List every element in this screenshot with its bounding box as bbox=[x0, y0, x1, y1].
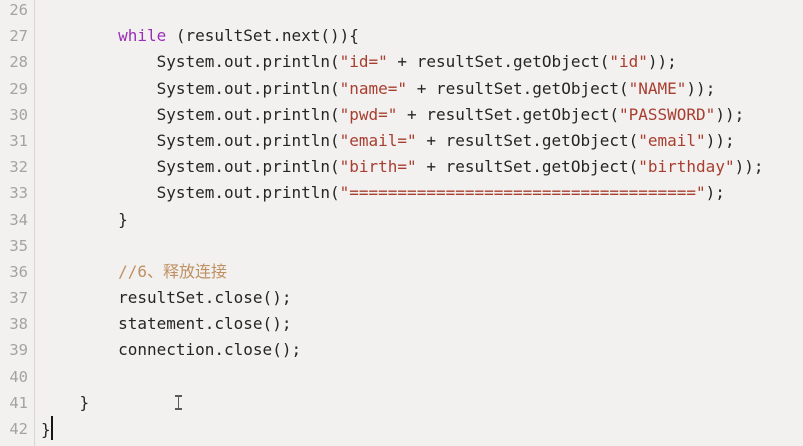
ibeam-top-cap bbox=[175, 395, 182, 397]
code-token-string: "NAME" bbox=[628, 78, 687, 98]
code-token-plain: + resultSet.getObject( bbox=[416, 130, 639, 150]
code-token-plain: System.out.println( bbox=[41, 183, 340, 203]
code-line-39[interactable]: 39 connection.close(); bbox=[0, 337, 803, 363]
code-token-string: "email" bbox=[638, 130, 706, 150]
code-text[interactable] bbox=[34, 364, 803, 390]
code-token-plain: } bbox=[41, 420, 51, 439]
code-token-plain: System.out.println( bbox=[41, 78, 340, 98]
code-token-plain: statement.close(); bbox=[41, 314, 292, 334]
code-token-plain: System.out.println( bbox=[41, 104, 340, 124]
line-number: 27 bbox=[9, 27, 28, 46]
code-text[interactable]: statement.close(); bbox=[34, 311, 803, 337]
code-token-plain: } bbox=[41, 209, 128, 229]
line-number: 37 bbox=[9, 289, 28, 308]
line-number: 41 bbox=[9, 393, 28, 412]
code-line-41[interactable]: 41 } bbox=[0, 390, 803, 416]
code-token-plain: )); bbox=[715, 104, 745, 124]
ibeam-mouse-pointer bbox=[174, 395, 183, 410]
code-text[interactable]: connection.close(); bbox=[34, 337, 803, 363]
text-caret bbox=[50, 416, 53, 440]
code-token-plain: } bbox=[41, 392, 90, 412]
line-number: 32 bbox=[9, 158, 28, 177]
line-number: 31 bbox=[9, 131, 28, 150]
code-line-38[interactable]: 38 statement.close(); bbox=[0, 311, 803, 337]
gutter-separator bbox=[34, 0, 35, 446]
line-number: 35 bbox=[9, 236, 28, 255]
code-line-29[interactable]: 29 System.out.println("name=" + resultSe… bbox=[0, 76, 803, 102]
code-token-string: "name=" bbox=[339, 78, 408, 98]
code-token-string: "birth=" bbox=[339, 157, 417, 177]
code-token-plain: + resultSet.getObject( bbox=[416, 157, 639, 177]
code-text[interactable]: } bbox=[34, 207, 803, 233]
code-text[interactable] bbox=[34, 233, 803, 259]
code-line-42[interactable]: 42} bbox=[0, 416, 803, 442]
line-number: 26 bbox=[9, 1, 28, 19]
line-number: 39 bbox=[9, 341, 28, 360]
code-text[interactable]: } bbox=[34, 416, 803, 442]
code-text[interactable]: resultSet.close(); bbox=[34, 285, 803, 311]
code-token-plain: )); bbox=[734, 157, 764, 177]
line-number: 29 bbox=[9, 79, 28, 98]
code-line-32[interactable]: 32 System.out.println("birth=" + resultS… bbox=[0, 154, 803, 180]
code-text[interactable]: System.out.println("id=" + resultSet.get… bbox=[34, 49, 803, 75]
code-text[interactable]: System.out.println("birth=" + resultSet.… bbox=[34, 154, 803, 180]
code-token-plain: System.out.println( bbox=[41, 130, 340, 150]
code-token-plain: connection.close(); bbox=[41, 340, 302, 360]
code-token-plain: (resultSet.next()){ bbox=[166, 26, 359, 46]
code-token-plain: )); bbox=[647, 52, 677, 72]
code-token-string: "PASSWORD" bbox=[618, 104, 716, 124]
code-token-plain bbox=[41, 26, 118, 45]
code-token-string: "email=" bbox=[339, 130, 417, 150]
line-number: 36 bbox=[9, 262, 28, 281]
line-number: 34 bbox=[9, 210, 28, 229]
code-token-plain bbox=[41, 262, 118, 281]
code-token-string: "pwd=" bbox=[339, 104, 398, 124]
code-text[interactable]: System.out.println("====================… bbox=[34, 180, 803, 206]
code-line-37[interactable]: 37 resultSet.close(); bbox=[0, 285, 803, 311]
code-token-keyword: while bbox=[118, 26, 167, 46]
line-number: 33 bbox=[9, 184, 28, 203]
ibeam-bottom-cap bbox=[175, 408, 182, 410]
code-line-30[interactable]: 30 System.out.println("pwd=" + resultSet… bbox=[0, 102, 803, 128]
code-line-34[interactable]: 34 } bbox=[0, 207, 803, 233]
code-line-31[interactable]: 31 System.out.println("email=" + resultS… bbox=[0, 128, 803, 154]
code-token-plain: resultSet.close(); bbox=[41, 288, 292, 308]
code-text[interactable] bbox=[34, 0, 803, 23]
code-token-plain: ); bbox=[705, 183, 725, 203]
line-number: 28 bbox=[9, 53, 28, 72]
line-number: 40 bbox=[9, 367, 28, 386]
code-line-33[interactable]: 33 System.out.println("=================… bbox=[0, 180, 803, 206]
code-text[interactable]: System.out.println("pwd=" + resultSet.ge… bbox=[34, 102, 803, 128]
code-line-40[interactable]: 40 bbox=[0, 364, 803, 390]
code-token-comment: //6、释放连接 bbox=[118, 261, 227, 281]
code-token-plain: + resultSet.getObject( bbox=[397, 104, 619, 124]
code-text[interactable]: System.out.println("email=" + resultSet.… bbox=[34, 128, 803, 154]
code-token-plain: System.out.println( bbox=[41, 157, 340, 177]
code-line-36[interactable]: 36 //6、释放连接 bbox=[0, 259, 803, 285]
code-text[interactable]: } bbox=[34, 390, 803, 416]
code-line-28[interactable]: 28 System.out.println("id=" + resultSet.… bbox=[0, 49, 803, 75]
code-text[interactable]: while (resultSet.next()){ bbox=[34, 23, 803, 49]
code-line-26[interactable]: 26 bbox=[0, 0, 803, 23]
code-token-string: "id=" bbox=[339, 52, 388, 72]
code-line-27[interactable]: 27 while (resultSet.next()){ bbox=[0, 23, 803, 49]
code-token-plain: )); bbox=[705, 130, 735, 150]
code-line-35[interactable]: 35 bbox=[0, 233, 803, 259]
line-number: 30 bbox=[9, 105, 28, 124]
code-text[interactable]: System.out.println("name=" + resultSet.g… bbox=[34, 76, 803, 102]
code-token-string: "id" bbox=[609, 52, 648, 72]
line-number: 38 bbox=[9, 315, 28, 334]
code-token-plain: + resultSet.getObject( bbox=[407, 78, 629, 98]
code-token-plain: System.out.println( bbox=[41, 52, 340, 72]
code-token-string: "====================================" bbox=[339, 183, 706, 203]
code-token-string: "birthday" bbox=[638, 157, 735, 177]
code-text[interactable]: //6、释放连接 bbox=[34, 259, 803, 285]
code-token-plain: )); bbox=[686, 78, 716, 98]
line-number: 42 bbox=[9, 420, 28, 438]
ibeam-stem bbox=[177, 396, 180, 409]
code-token-plain: + resultSet.getObject( bbox=[387, 52, 610, 72]
